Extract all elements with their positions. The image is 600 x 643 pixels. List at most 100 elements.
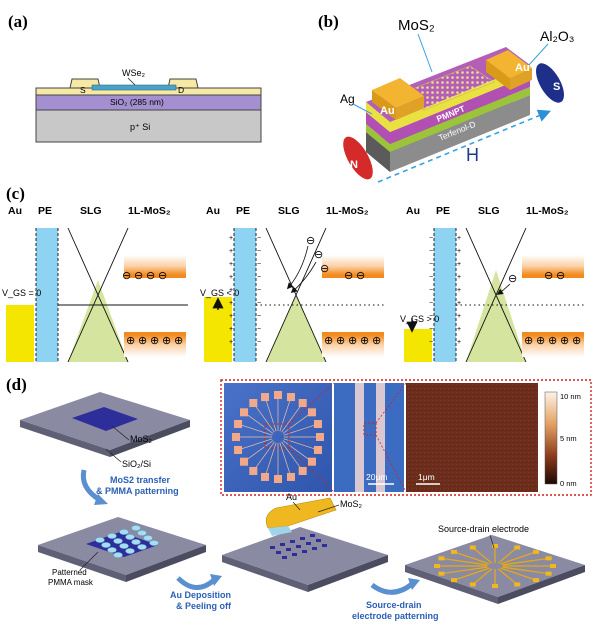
- panel-b-label: (b): [318, 12, 339, 31]
- electrode-pad: [469, 545, 476, 550]
- electrode-strip-right: [376, 383, 385, 492]
- valence-band-edge: [124, 332, 186, 335]
- terfenol-side: [366, 132, 390, 172]
- electrode-pattern: [434, 544, 556, 588]
- pmma-dot: [101, 542, 111, 548]
- pmma-dot: [137, 530, 147, 536]
- pe-charge-left: −: [429, 313, 433, 320]
- electrode-lead: [472, 547, 493, 564]
- electrode-pad: [492, 544, 498, 548]
- mask-label-1: Patterned: [52, 568, 87, 577]
- peel-underside: [268, 526, 292, 536]
- column-header-1: Au: [206, 205, 220, 217]
- optical-pad: [232, 433, 240, 441]
- electrode-label: Source-drain electrode: [438, 524, 529, 534]
- electrode-pad: [492, 584, 498, 588]
- pe-charge-left: −: [429, 326, 433, 333]
- hole: ⊕: [372, 335, 381, 347]
- pe-charge-left: −: [429, 339, 433, 346]
- pe-charge-right: +: [457, 300, 461, 307]
- pe-charge-left: +: [229, 326, 233, 333]
- sio2-label: SiO₂ (285 nm): [110, 97, 164, 107]
- electrode-pad: [545, 571, 552, 576]
- pe-charge-left: −: [429, 235, 433, 242]
- optical-lead: [264, 442, 277, 478]
- pe-charge-right: +: [457, 235, 461, 242]
- source-label: S: [80, 85, 86, 95]
- zoom-box-2: [363, 422, 377, 436]
- drain-label: D: [178, 85, 184, 95]
- dirac-line-2: [465, 227, 527, 363]
- terfenol-front: [390, 95, 530, 172]
- colorbar-min: 0 nm: [560, 479, 577, 488]
- pe-layer: [434, 228, 456, 362]
- substrate-4-left: [405, 565, 498, 604]
- substrate-2-left: [38, 545, 126, 582]
- pe-charge-left: −: [429, 300, 433, 307]
- pe-charge-right: −: [257, 287, 261, 294]
- electrode-lead: [502, 566, 549, 575]
- column-header-2: PE: [236, 205, 250, 217]
- zoom-line-2b: [375, 434, 407, 493]
- conduction-band-edge: [124, 275, 186, 278]
- au-electrode: [6, 305, 34, 362]
- ag-label: Ag: [340, 92, 355, 106]
- au-right-front: [510, 68, 532, 90]
- column-header-2: PE: [436, 205, 450, 217]
- hole: ⊕: [524, 335, 533, 347]
- valence-band: [322, 335, 384, 357]
- optical-lead: [279, 442, 292, 478]
- hole: ⊕: [336, 335, 345, 347]
- optical-pad: [313, 420, 322, 429]
- optical-pad: [316, 433, 324, 441]
- pe-charge-right: −: [257, 300, 261, 307]
- electron-transfer: ⊖: [314, 249, 323, 261]
- hole: ⊕: [150, 335, 159, 347]
- electrode-pad: [514, 545, 521, 550]
- peel-square: [302, 550, 307, 553]
- electrode-pointer: [489, 534, 495, 549]
- mos2-film-label: MoS₂: [130, 434, 153, 444]
- step-3-arrow: [370, 581, 414, 595]
- conduction-band-edge: [322, 275, 384, 278]
- electrode-pad: [438, 571, 445, 576]
- column-header-2: PE: [38, 205, 52, 217]
- electron: ⊖: [356, 270, 365, 282]
- substrate-4-right: [498, 565, 585, 604]
- hole: ⊕: [360, 335, 369, 347]
- electron-transfer: ⊖: [508, 273, 517, 285]
- pmma-dot: [131, 525, 141, 531]
- hole: ⊕: [174, 335, 183, 347]
- panel-b: (b) MoS₂ Al₂O₃ Ag Au Au PM: [318, 12, 574, 183]
- substrate-2-right: [126, 545, 206, 582]
- si-substrate: [35, 109, 262, 143]
- optical-pad: [261, 393, 270, 402]
- optical-lead: [279, 396, 292, 432]
- al2o3-label: Al₂O₃: [540, 28, 574, 44]
- colorbar: [544, 391, 558, 485]
- au-right-label: Au: [515, 62, 530, 74]
- step-2-line-1: Au Deposition: [170, 590, 231, 600]
- pe-charge-right: −: [257, 274, 261, 281]
- valence-band-edge: [522, 332, 584, 335]
- peel-au-label: Au: [286, 492, 297, 502]
- panel-a: (a) WSe₂ S D SiO₂ (285 nm) p⁺ Si: [8, 12, 262, 143]
- hole: ⊕: [548, 335, 557, 347]
- north-label: N: [350, 159, 358, 171]
- step-3-arrowhead: [408, 578, 420, 590]
- optical-lead: [253, 441, 275, 472]
- peel-square: [306, 542, 311, 545]
- zoom-box-1: [264, 423, 290, 449]
- electron-transfer: ⊖: [306, 235, 315, 247]
- afm-image: [406, 383, 538, 492]
- pe-layer: [36, 228, 58, 362]
- column-header-4: 1L-MoS₂: [326, 205, 369, 217]
- step-2-arrowhead: [210, 574, 222, 586]
- substrate-4-top: [405, 535, 585, 597]
- pe-charge-right: −: [257, 261, 261, 268]
- pe-charge-right: +: [457, 274, 461, 281]
- pe-charge-right: −: [257, 326, 261, 333]
